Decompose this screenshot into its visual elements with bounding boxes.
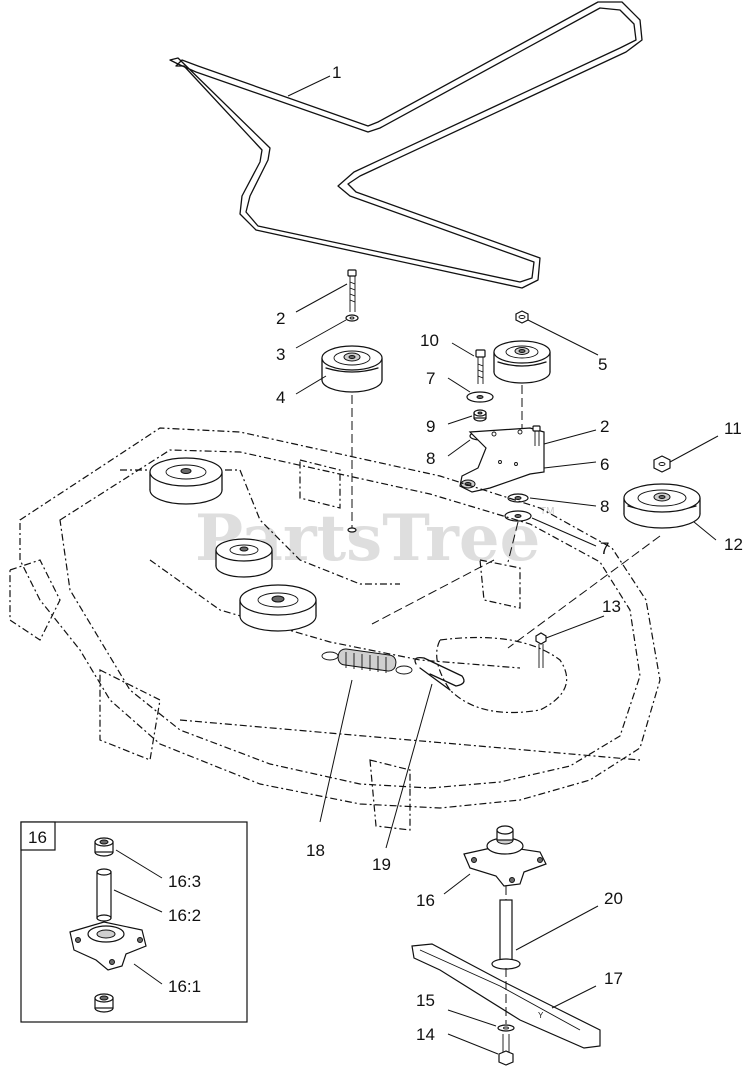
mount-hole-left-idler — [347, 527, 357, 533]
bolt-13 — [535, 632, 547, 668]
callout-9: 9 — [426, 417, 435, 436]
callout-7-top: 7 — [426, 369, 435, 388]
spacer-16-2 — [96, 868, 112, 922]
axis-outer-pulley — [507, 535, 661, 649]
callout-18: 18 — [306, 841, 325, 860]
spring-18 — [321, 648, 413, 675]
callout-4: 4 — [276, 388, 285, 407]
washer-7-bottom — [504, 510, 532, 522]
bearing-16-3 — [94, 837, 114, 857]
callout-16-3: 16:3 — [168, 872, 201, 891]
deck-pulley-top-left — [149, 457, 223, 505]
mower-deck — [9, 427, 661, 831]
callout-16-2: 16:2 — [168, 906, 201, 925]
callout-6: 6 — [600, 455, 609, 474]
callout-5: 5 — [598, 355, 607, 374]
washer-7-top — [466, 391, 494, 403]
inset-spindle-detail: 16 — [20, 821, 248, 1023]
pulley-12 — [623, 483, 701, 529]
deck-pulley-center — [239, 584, 317, 632]
deck-pulley-middle — [215, 538, 273, 578]
callout-7-bottom: 7 — [600, 539, 609, 558]
callout-19: 19 — [372, 855, 391, 874]
washer-3 — [345, 314, 359, 322]
callout-11: 11 — [724, 419, 742, 438]
bushing-9 — [473, 409, 487, 422]
drive-belt — [169, 1, 643, 289]
callout-10: 10 — [420, 331, 439, 350]
washer-8-bottom — [507, 493, 529, 503]
inset-title: 16 — [28, 828, 47, 847]
callout-20: 20 — [604, 889, 623, 908]
washer-15 — [497, 1024, 515, 1032]
callout-13: 13 — [602, 597, 621, 616]
idler-pulley-4 — [321, 345, 383, 393]
callout-8-bottom: 8 — [600, 497, 609, 516]
callout-2-right: 2 — [600, 417, 609, 436]
callout-15: 15 — [416, 991, 435, 1010]
callout-1: 1 — [332, 63, 341, 82]
callout-8-top: 8 — [426, 449, 435, 468]
bearing-16-lower — [94, 993, 114, 1013]
bolt-10 — [475, 349, 486, 384]
bolt-14 — [498, 1034, 514, 1066]
callout-16-1: 16:1 — [168, 977, 201, 996]
bolt-2-right — [532, 425, 541, 446]
spindle-16 — [463, 825, 547, 887]
callout-labels: 1 2 3 4 10 5 7 9 8 2 6 8 7 11 12 13 18 1… — [168, 63, 743, 1044]
idler-pulley-right — [493, 340, 551, 384]
bolt-2-left — [347, 269, 357, 312]
shaft-20 — [491, 899, 521, 970]
callout-12: 12 — [724, 535, 743, 554]
callout-17: 17 — [604, 969, 623, 988]
axis-arm — [507, 521, 519, 563]
housing-16-1 — [69, 921, 147, 971]
nut-5 — [515, 310, 529, 324]
callout-16-main: 16 — [416, 891, 435, 910]
svg-text:Y: Y — [538, 1011, 544, 1020]
callout-3: 3 — [276, 345, 285, 364]
axis-arm-spring — [371, 559, 495, 625]
callout-14: 14 — [416, 1025, 435, 1044]
rod-19 — [414, 656, 465, 691]
nut-11 — [653, 455, 671, 473]
callout-2-left: 2 — [276, 309, 285, 328]
leader-lines — [113, 75, 719, 1055]
